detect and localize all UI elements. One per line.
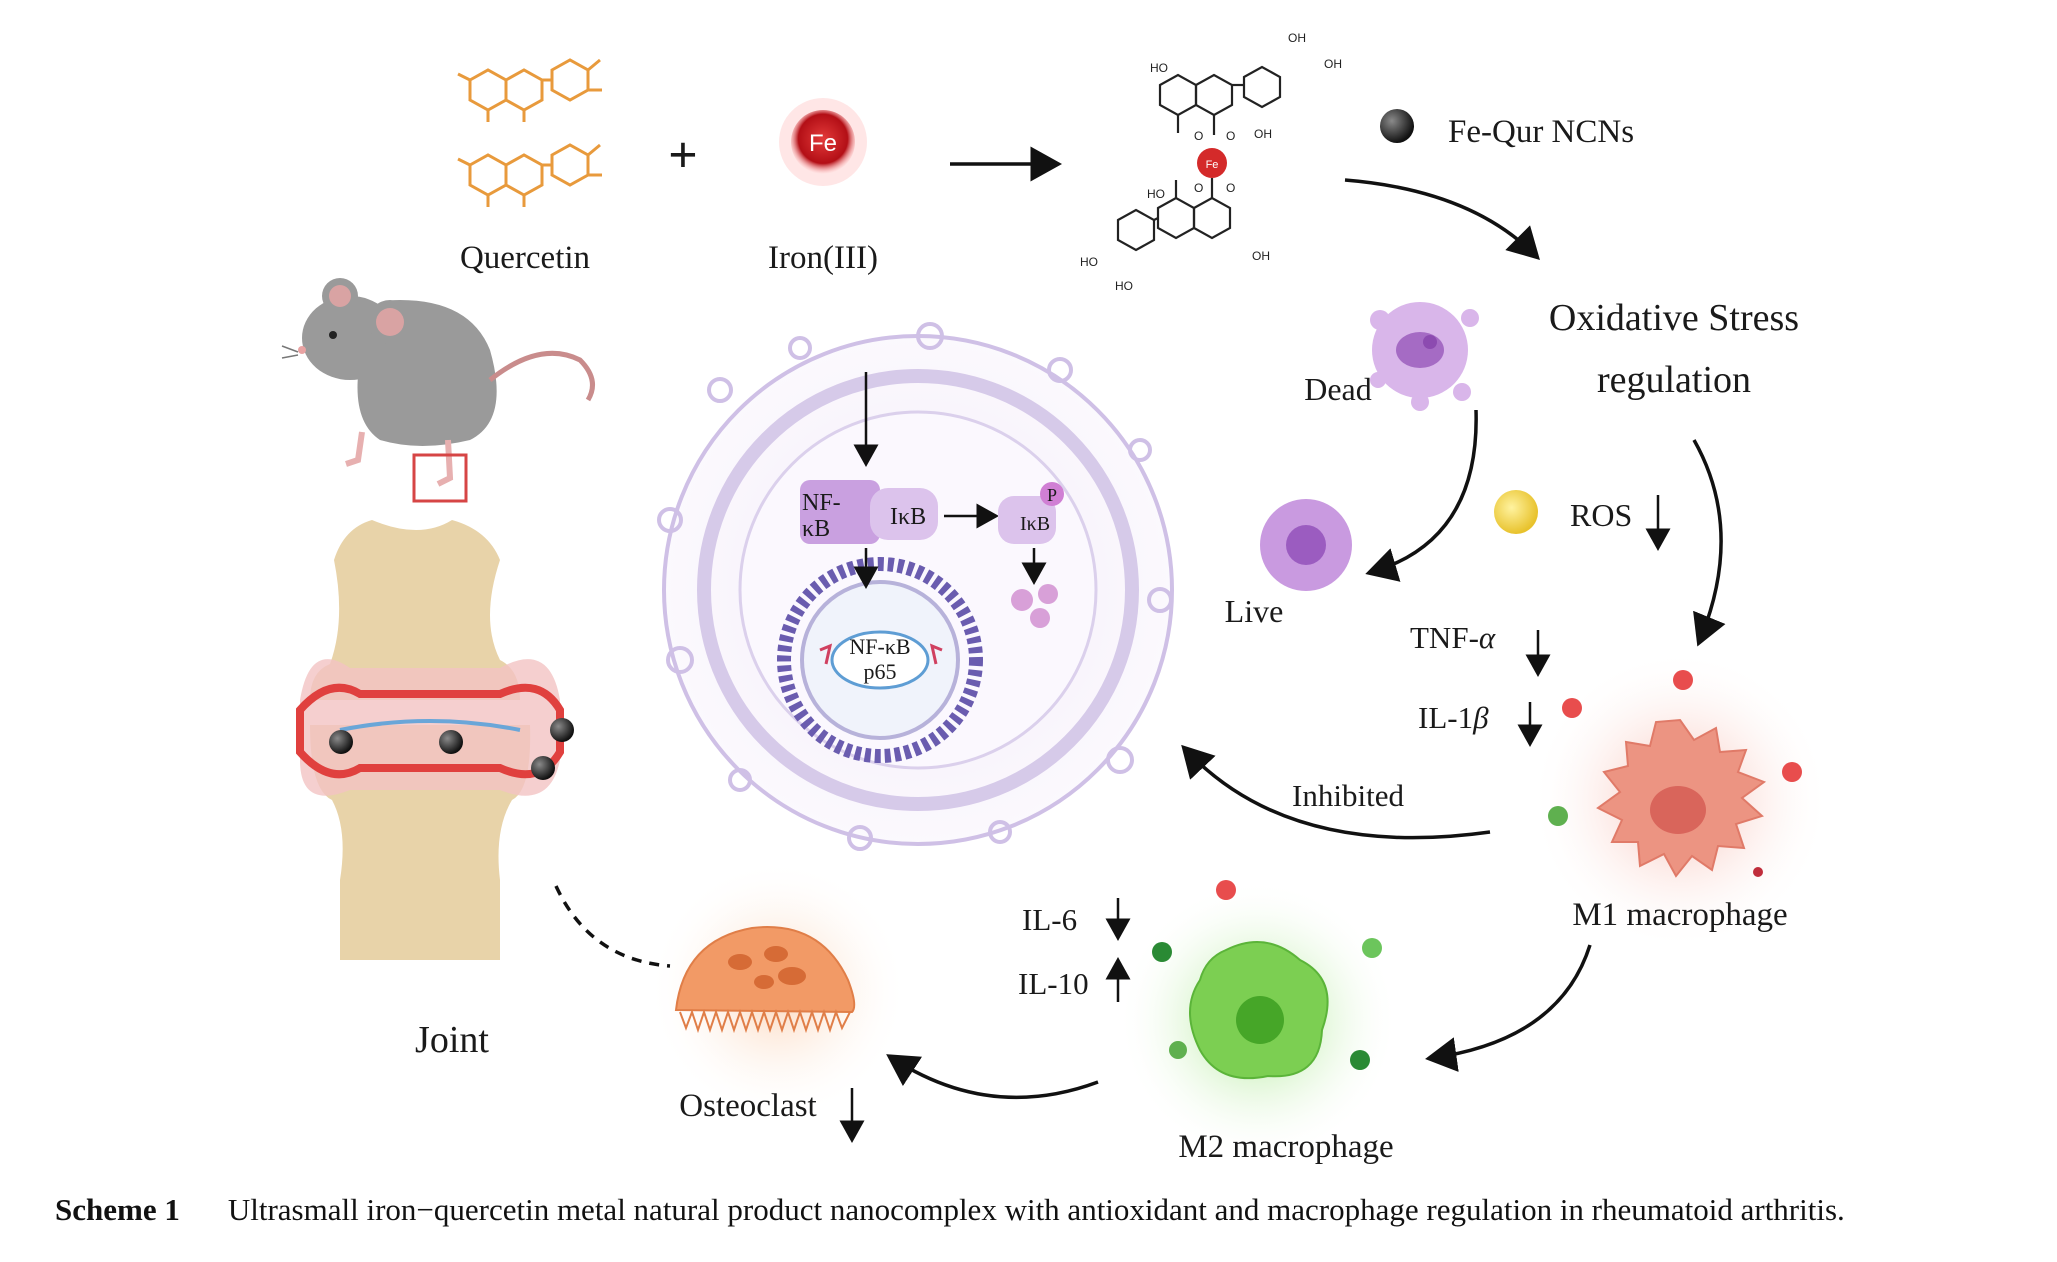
sub-10: HO [1080, 255, 1098, 269]
sub-9: HO [1147, 187, 1165, 201]
m1-dot [1753, 867, 1763, 877]
sub-11: HO [1115, 279, 1133, 293]
sub-8: O [1226, 181, 1235, 195]
m2-macrophage-icon [1118, 880, 1398, 1160]
il1-greek: β [1472, 700, 1489, 735]
phospho-ikb [998, 482, 1064, 544]
m2-dot [1152, 942, 1172, 962]
ros-label: ROS [1570, 497, 1632, 533]
arrow-m1-to-m2 [1425, 944, 1592, 1072]
arrow-dead-to-live [1365, 409, 1478, 582]
caption-text: Ultrasmall iron−quercetin metal natural … [227, 1192, 1845, 1227]
sub-7: O [1194, 181, 1203, 195]
tnf-text: TNF- [1410, 620, 1479, 655]
cell-illustration [657, 322, 1174, 851]
inhibited-arrow [1181, 744, 1491, 840]
dead-cell-icon [1370, 302, 1479, 411]
quercetin-molecules [457, 58, 602, 207]
arrow-oxidative-to-m1 [1692, 439, 1726, 647]
ikb-label: IκB [890, 504, 926, 530]
inhibited-label: Inhibited [1292, 778, 1404, 813]
tnf-greek: α [1479, 620, 1496, 655]
sub-5: O [1194, 129, 1203, 143]
joint-label: Joint [415, 1019, 489, 1061]
il1-text: IL-1 [1418, 700, 1473, 735]
caption-label: Scheme 1 [55, 1192, 180, 1227]
arrow-m2-to-osteoclast [886, 1054, 1099, 1100]
ncn-legend-label: Fe-Qur NCNs [1448, 114, 1634, 150]
nfkb-label-2: κB [802, 516, 830, 542]
m1-dot [1673, 670, 1693, 690]
ikb-p-label: IκB [1020, 513, 1050, 535]
sub-4: OH [1254, 127, 1272, 141]
phospho-p-label: P [1047, 485, 1057, 505]
il6-label: IL-6 [1022, 902, 1077, 937]
sub-1: HO [1150, 61, 1168, 75]
tnf-label: TNF-α [1410, 620, 1496, 655]
ncn-ball-icon [1380, 109, 1414, 143]
osteoclast-joint-dashed [554, 885, 671, 968]
fe-quercetin-complex [1116, 65, 1282, 252]
live-cell-icon [1260, 499, 1352, 591]
sub-12: OH [1252, 249, 1270, 263]
oxidative-title-2: regulation [1597, 359, 1751, 401]
osteoclast-label: Osteoclast [679, 1088, 816, 1124]
oxidative-title-1: Oxidative Stress [1549, 297, 1799, 339]
m1-dot [1548, 806, 1568, 826]
nfkb-label-1: NF- [802, 490, 841, 516]
m2-label: M2 macrophage [1178, 1129, 1393, 1165]
m2-dot [1216, 880, 1236, 900]
m2-dot [1169, 1041, 1187, 1059]
complex-fe-symbol: Fe [1206, 159, 1219, 171]
sub-3: OH [1324, 57, 1342, 71]
ros-icon [1494, 490, 1538, 534]
paw-highlight-box [412, 453, 468, 503]
live-label: Live [1225, 593, 1284, 629]
figure-caption: Scheme 1 Ultrasmall iron−quercetin metal … [55, 1192, 2045, 1228]
quercetin-label: Quercetin [460, 240, 590, 276]
joint-illustration [296, 520, 574, 960]
m2-dot [1350, 1050, 1370, 1070]
dna-mark-left [819, 643, 833, 665]
nfkb-ikb-complex [800, 480, 938, 544]
nucleus-p65-label: p65 [864, 659, 897, 684]
m1-label: M1 macrophage [1572, 897, 1787, 933]
mouse-icon [281, 278, 595, 503]
complex-fe-center: Fe [1197, 148, 1227, 178]
dna-mark-right [929, 643, 943, 665]
iron-label: Iron(III) [768, 240, 878, 276]
iron-ion: Fe [779, 98, 867, 186]
arrow-to-oxidative [1344, 178, 1540, 260]
degraded-fragments [1011, 584, 1058, 628]
sub-6: O [1226, 129, 1235, 143]
il1-label: IL-1β [1418, 700, 1489, 735]
m2-dot [1362, 938, 1382, 958]
plus-sign: + [668, 127, 698, 184]
nucleus-nfkb-label: NF-κB [849, 634, 910, 659]
complex-substituents: HO OH OH OH O O O O HO HO HO OH [1080, 31, 1342, 293]
m1-dot [1782, 762, 1802, 782]
m1-dot [1562, 698, 1582, 718]
sub-2: OH [1288, 31, 1306, 45]
osteoclast-icon [648, 860, 908, 1120]
iron-symbol: Fe [809, 130, 837, 157]
dead-label: Dead [1304, 371, 1372, 407]
il10-label: IL-10 [1018, 966, 1089, 1001]
